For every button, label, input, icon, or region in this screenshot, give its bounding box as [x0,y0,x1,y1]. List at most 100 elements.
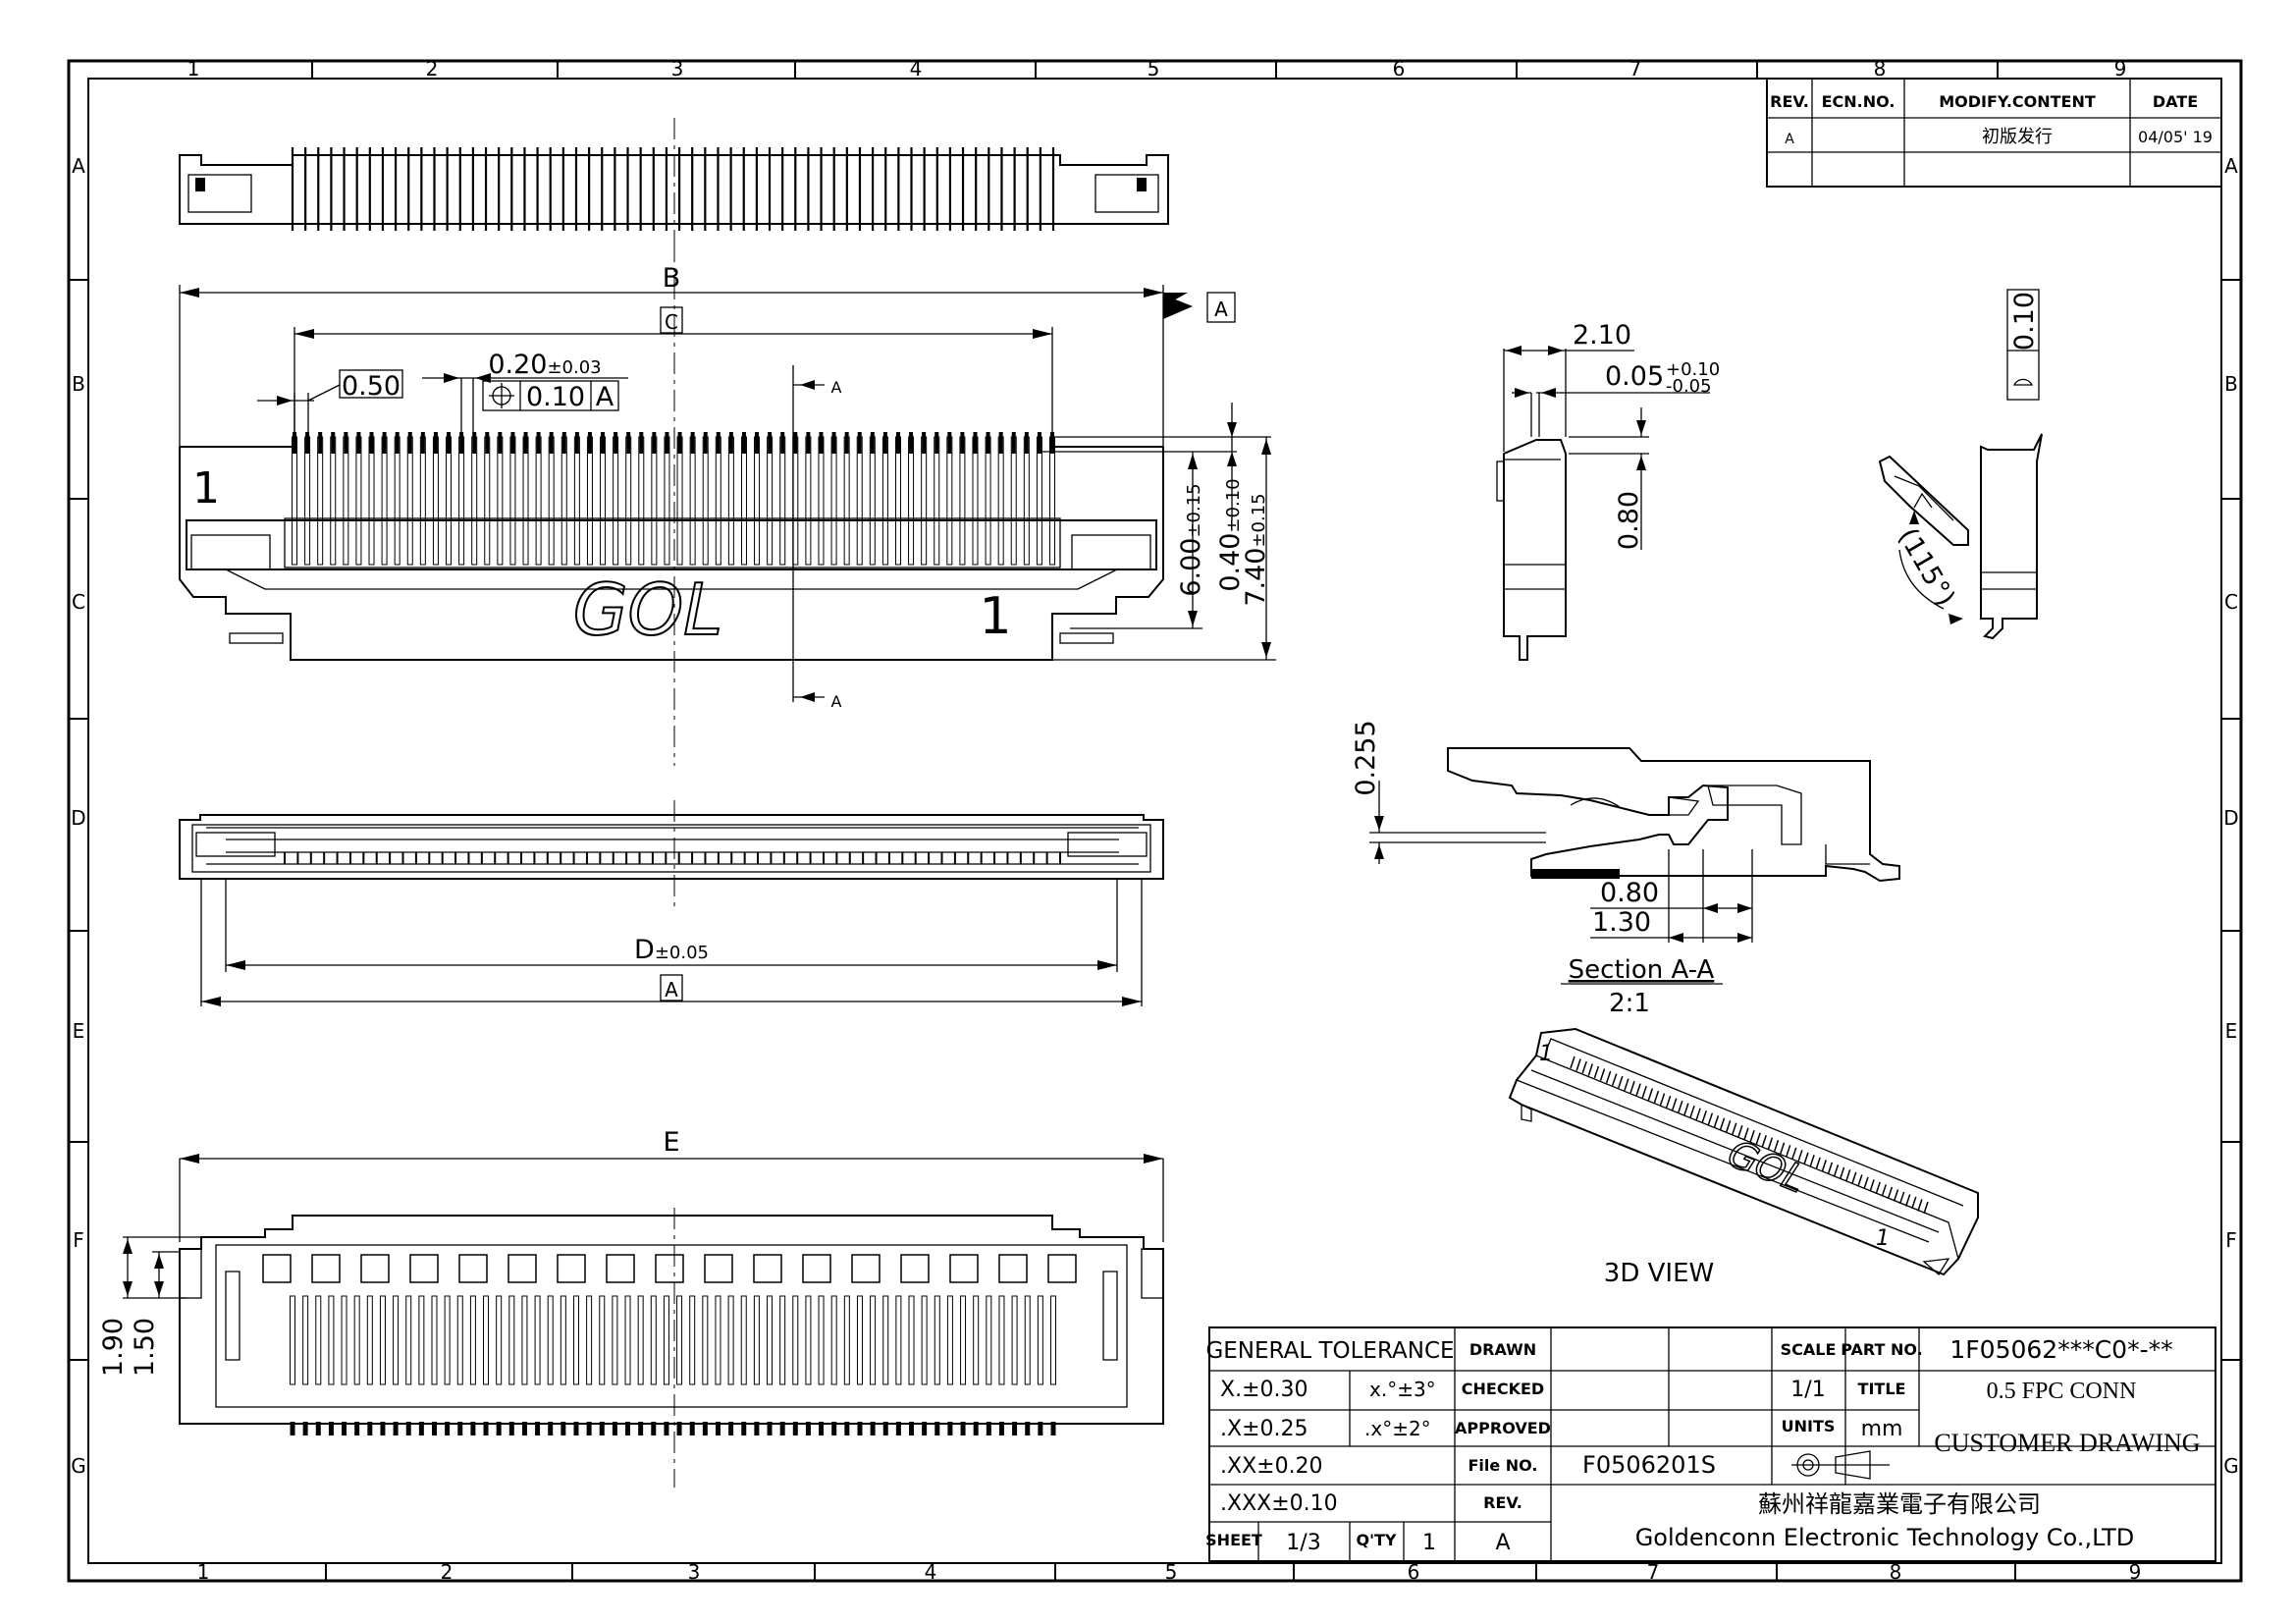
contact-tail [523,432,528,454]
contact-pin [1012,1422,1018,1435]
contact-pin [741,1422,747,1435]
position-tol-datum: A [596,382,614,412]
contact-pin [304,436,311,566]
pin1-right-label: 1 [979,587,1011,646]
contact-slot [534,1295,541,1385]
zone-col-8-bottom: 8 [1890,1560,1902,1584]
contact-slot [946,1295,953,1385]
zone-row-B-right: B [2224,372,2238,396]
window-slot [949,1254,979,1283]
contact-pin [1713,1114,1720,1128]
contact-pin [1881,1184,1887,1197]
contact-pin [1719,1117,1726,1130]
contact-pin [1743,1127,1749,1140]
contact-slot [767,1295,774,1385]
window-slot [655,1254,684,1283]
contact-tail [293,432,296,454]
zone-row-C-right: C [2224,590,2238,614]
contact-slot [431,1295,438,1385]
contact-pin [715,1422,721,1435]
contact-slot [650,1295,657,1385]
contact-pin [1767,1137,1774,1151]
zone-row-F-right: F [2225,1228,2237,1252]
tol-x: X.±0.30 [1220,1378,1308,1402]
contact-pin [471,436,478,566]
contact-slot [599,1295,606,1385]
contact-pin [483,1422,489,1435]
contact-pin [1785,1145,1791,1158]
dim-pin-width: 0.20±0.03 [488,350,601,380]
contact-pin [676,436,683,566]
zone-col-5-bottom: 5 [1165,1560,1178,1584]
contact-tail [819,432,824,454]
contact-slot [986,1295,992,1385]
company-cn: 蘇州祥龍嘉業電子有限公司 [1758,1490,2041,1518]
dim-005-tol-plus: +0.10 [1666,359,1720,380]
bottom-view: D±0.05 A [179,800,1164,1006]
contact-pin [535,1422,541,1435]
contact-tail [510,432,515,454]
zone-col-6-top: 6 [1393,57,1406,81]
contact-slot [870,1295,877,1385]
contact-tail [498,432,503,454]
contact-pin [1893,1189,1899,1202]
contact-pin [1050,1422,1056,1435]
contact-slot [612,1295,618,1385]
rev-label: REV. [1483,1493,1522,1512]
sheet-label: SHEET [1205,1531,1262,1549]
contact-tail [934,432,939,454]
contact-tail [909,432,914,454]
contact-pin [431,1422,437,1435]
contact-pin [740,436,747,566]
contact-pin [1629,1080,1635,1094]
contact-pin [1647,1088,1654,1101]
contact-pin [702,436,709,566]
contact-pin [1725,1119,1732,1133]
contact-tail [844,432,849,454]
contact-slot [456,1295,463,1385]
part-no: 1F05062***C0*-** [1949,1335,2172,1364]
units-label: UNITS [1782,1417,1836,1435]
contact-pin [1612,1073,1618,1086]
window-slot [851,1254,881,1283]
contact-tail [614,432,618,454]
contact-pin [290,1422,295,1435]
contact-tail [561,432,566,454]
iso-pin1-a: 1 [1539,1042,1553,1066]
contact-pin [818,436,825,566]
contact-tail [755,432,760,454]
contact-pin [972,436,979,566]
contact-pin [754,1422,760,1435]
gol-logo: GOL [573,568,723,651]
contact-pin [508,1422,514,1435]
contact-pin [651,1422,657,1435]
dim-a-bottom: A [665,978,678,1001]
contact-pin [830,436,837,566]
contact-tail [768,432,773,454]
contact-pin [792,1422,798,1435]
contact-pin [1809,1155,1815,1167]
zone-row-A-right: A [2224,154,2238,178]
contact-pin [1904,1194,1911,1207]
dim-005: 0.05 [1605,361,1664,392]
dim-d: D±0.05 [634,935,709,965]
zone-row-D-left: D [71,806,85,830]
tol-x1: .X±0.25 [1220,1417,1308,1441]
contact-tail [574,432,579,454]
contact-pin [1887,1186,1894,1200]
approved-label: APPROVED [1455,1419,1551,1437]
contact-tail [433,432,438,454]
contact-tail [665,432,669,454]
zone-col-7-top: 7 [1629,57,1642,81]
contact-tail [831,432,836,454]
contact-pin [909,1422,915,1435]
contact-pin [380,1422,386,1435]
contact-pin [715,436,721,566]
back-view: E 1.90 1.50 [98,1127,1164,1488]
qty-label: Q'TY [1357,1531,1397,1549]
contact-tail [728,432,733,454]
contact-pin [702,1422,708,1435]
datum-a: A [1214,298,1228,321]
contact-tail [447,432,452,454]
